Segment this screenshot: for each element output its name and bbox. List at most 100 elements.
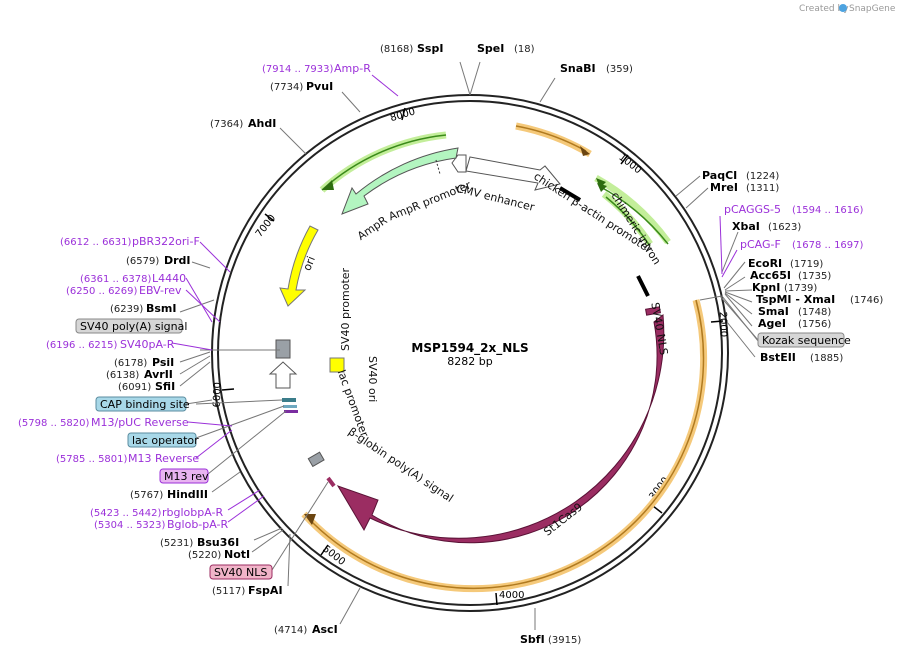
primer-range: (7914 .. 7933) [262, 64, 334, 75]
enzyme-pos: (6239) [110, 304, 143, 315]
enzyme-pos: (4714) [274, 625, 307, 636]
enzyme-pos: (1311) [746, 183, 779, 194]
lac-operator-label: lac operator [132, 434, 199, 447]
sv40-polya-block [275, 339, 291, 359]
sv40-polya-label: SV40 poly(A) signal [80, 320, 187, 333]
bglobin-label: β-globin poly(A) signal [346, 425, 456, 505]
sv40-nls-block [645, 306, 661, 316]
ampr-feature [341, 147, 459, 215]
enzyme-name: PsiI [152, 356, 174, 369]
ori-feature [279, 225, 319, 307]
enzyme-pos: (7734) [270, 82, 303, 93]
backbone-inner [217, 100, 723, 606]
orange-feature-top [515, 122, 592, 158]
enzyme-pos: (1224) [746, 171, 779, 182]
enzyme-name: SpeI [477, 42, 504, 55]
primer-name: pCAGGS-5 [724, 203, 781, 216]
enzyme-name: NotI [224, 548, 250, 561]
enzyme-pos: (1748) [798, 307, 831, 318]
primer-name: pBR322ori-F [132, 235, 200, 248]
enzyme-name: PaqCI [702, 169, 737, 182]
primer-name: L4440 [152, 272, 186, 285]
primer-range: (1678 .. 1697) [792, 240, 864, 251]
tick-6000: 6000 [212, 382, 224, 408]
intron-block-2 [636, 275, 650, 297]
primer-range: (5798 .. 5820) [18, 418, 90, 429]
sv40-nls-inner-label: SV40 NLS [648, 301, 670, 356]
orange-feature-bottom-line [307, 299, 705, 590]
primer-name: pCAG-F [740, 238, 781, 251]
enzyme-name: AhdI [248, 117, 276, 130]
sv40-promoter-arrow [268, 361, 298, 389]
enzyme-name: SspI [417, 42, 443, 55]
tick-2000: 2000 [717, 312, 729, 338]
primer-name: M13 Reverse [128, 452, 199, 465]
m13rev-block [284, 410, 298, 413]
primer-range: (5785 .. 5801) [56, 454, 128, 465]
primer-range: (5423 .. 5442) [90, 508, 162, 519]
tick-4000: 4000 [499, 590, 524, 601]
enzyme-pos: (18) [514, 44, 535, 55]
enzyme-name: EcoRI [748, 257, 782, 270]
st1cas9-feature [336, 314, 665, 544]
enzyme-name: AgeI [758, 317, 786, 330]
enzyme-name: BstEII [760, 351, 796, 364]
enzyme-pos: (1719) [790, 259, 823, 270]
enzyme-pos: (1746) [850, 295, 883, 306]
tick-1000: 1000 [616, 152, 643, 176]
enzyme-name: MreI [710, 181, 738, 194]
enzyme-name: BsmI [146, 302, 177, 315]
enzyme-name: PvuI [306, 80, 333, 93]
lac-operator-block [283, 405, 297, 408]
primer-range: (6361 .. 6378) [80, 274, 152, 285]
bglobin-block [307, 451, 325, 468]
enzyme-name: Acc65I [750, 269, 791, 282]
primer-range: (1594 .. 1616) [792, 205, 864, 216]
primer-name: EBV-rev [139, 284, 182, 297]
enzyme-pos: (3915) [548, 635, 581, 646]
enzyme-name: SfiI [155, 380, 175, 393]
ampr-label: AmpR [355, 213, 390, 242]
kozak-label: Kozak sequence [762, 334, 851, 347]
sv40-ori-block [329, 357, 345, 373]
enzyme-name: Bsu36I [197, 536, 239, 549]
enzyme-pos: (1756) [798, 319, 831, 330]
enzyme-name: SnaBI [560, 62, 596, 75]
cap-block [282, 398, 296, 402]
plasmid-length: 8282 bp [447, 355, 492, 368]
enzyme-name: DrdI [164, 254, 191, 267]
enzyme-pos: (5231) [160, 538, 193, 549]
primer-name: M13/pUC Reverse [91, 416, 189, 429]
enzyme-pos: (1885) [810, 353, 843, 364]
enzyme-name: TspMI - XmaI [756, 293, 835, 306]
leader-lines [179, 61, 759, 630]
enzyme-labels: (8168) SspI SpeI (18) SnaBI (359) (7734)… [106, 42, 883, 646]
sv40-nls-label: SV40 NLS [214, 566, 267, 579]
enzyme-pos: (6579) [126, 256, 159, 267]
sv40-nls-2-block [326, 476, 336, 488]
snapgene-watermark: Created by SnapGene [799, 4, 896, 14]
primer-labels: (7914 .. 7933) Amp-R pCAGGS-5 (1594 .. 1… [18, 62, 864, 531]
ori-label: ori [301, 254, 318, 272]
ampr-promoter-label: AmpR promoter [387, 178, 473, 223]
primer-name: Bglob-pA-R [167, 518, 229, 531]
primer-leader-lines [171, 74, 738, 523]
primer-name: Amp-R [334, 62, 371, 75]
enzyme-pos: (359) [606, 64, 633, 75]
enzyme-pos: (1623) [768, 222, 801, 233]
primer-name: SV40pA-R [120, 338, 175, 351]
sv40-ori-label: SV40 ori [366, 356, 379, 402]
created-by-text: Created by [799, 4, 849, 14]
primer-range: (5304 .. 5323) [94, 520, 166, 531]
enzyme-name: AvrII [144, 368, 173, 381]
primer-range: (6612 .. 6631) [60, 237, 132, 248]
enzyme-name: XbaI [732, 220, 760, 233]
chicken-actin-label: chicken β-actin promoter [531, 170, 654, 256]
snapgene-logo-icon [839, 4, 847, 12]
enzyme-name: KpnI [752, 281, 780, 294]
enzyme-name: AscI [312, 623, 338, 636]
enzyme-name: FspAI [248, 584, 283, 597]
enzyme-pos: (5117) [212, 586, 245, 597]
cap-binding-label: CAP binding site [100, 398, 190, 411]
